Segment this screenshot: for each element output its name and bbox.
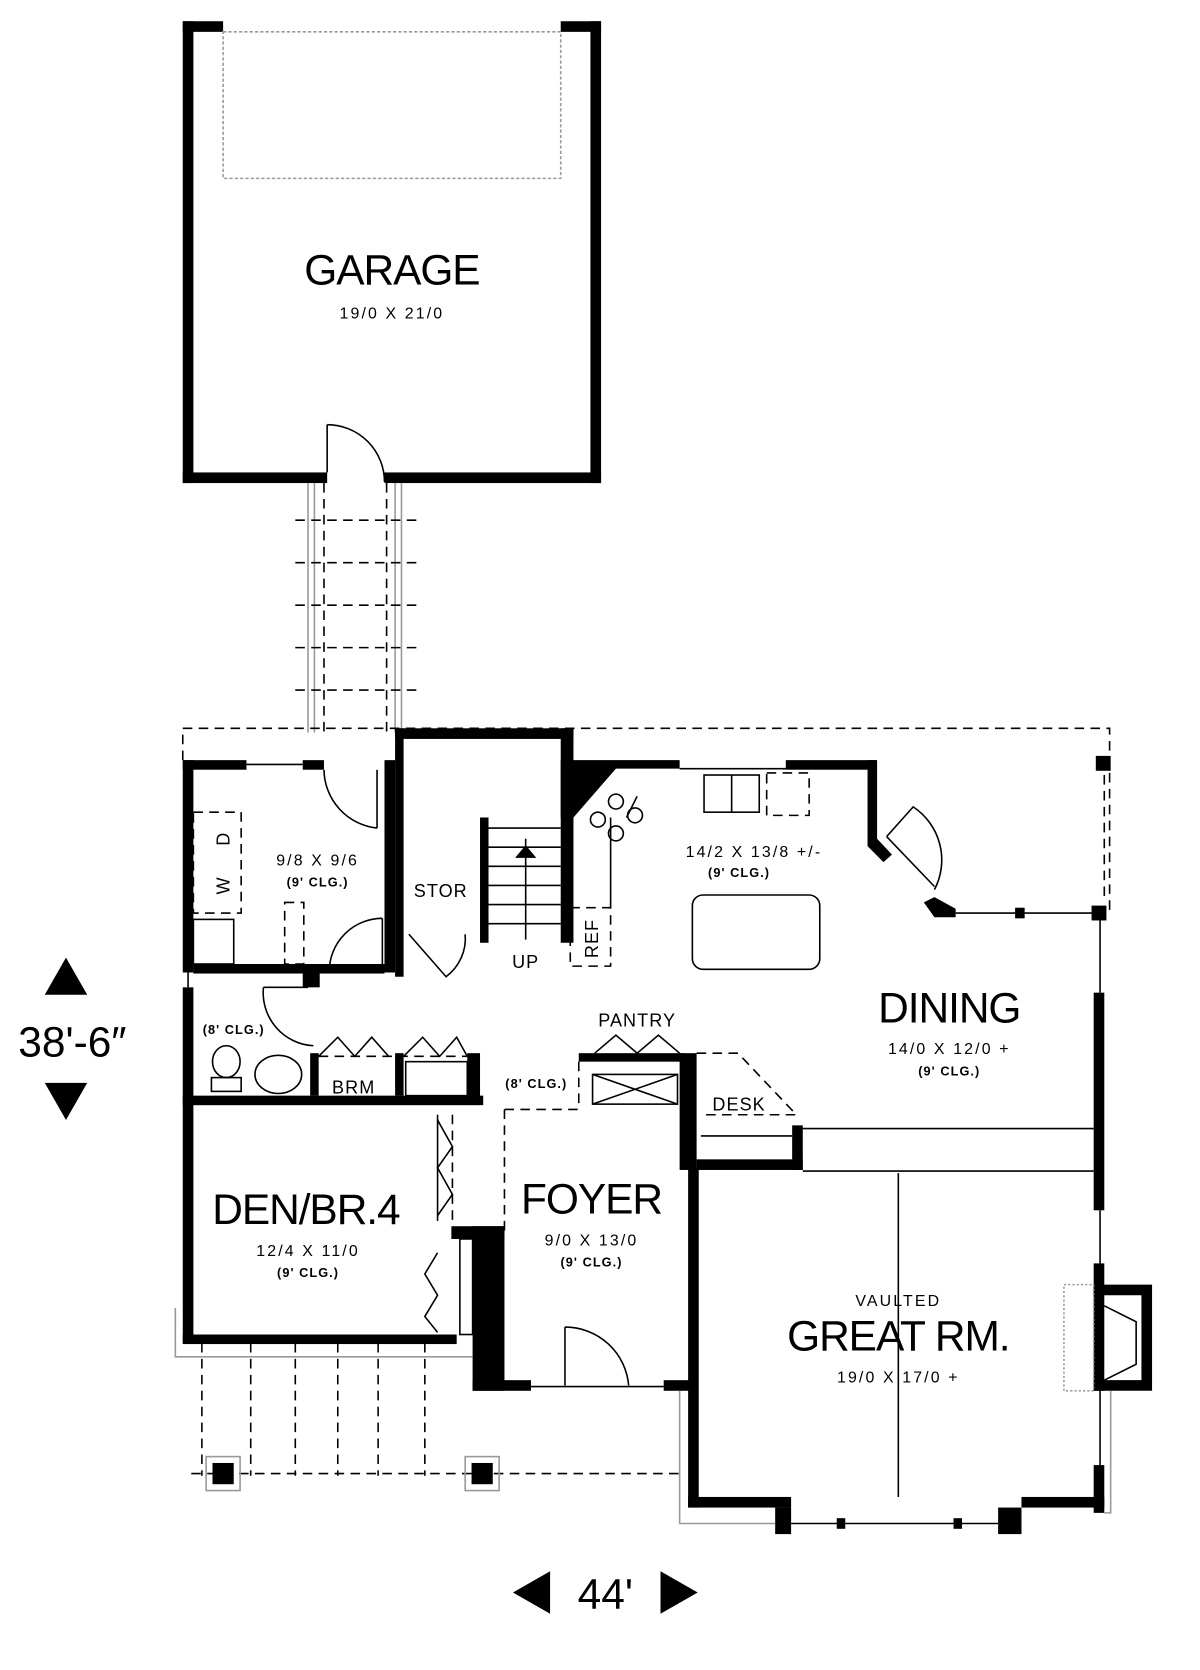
- arrow-up-icon: [44, 957, 88, 995]
- garage-size: 19/0 X 21/0: [340, 305, 445, 322]
- dryer-label: D: [213, 832, 233, 846]
- brm-label: BRM: [332, 1078, 375, 1098]
- arrow-left-icon: [512, 1571, 551, 1614]
- bath-ceiling: (8' CLG.): [203, 1022, 265, 1037]
- depth-dimension: 38'-6″: [18, 957, 126, 1121]
- breezeway: [295, 483, 419, 733]
- laundry-ceiling: (9' CLG.): [287, 874, 349, 889]
- garage-name: GARAGE: [304, 247, 479, 294]
- ref-label: REF: [582, 919, 602, 958]
- den-name: DEN/BR.4: [212, 1186, 400, 1233]
- arrow-down-icon: [44, 1082, 88, 1121]
- width-dimension: 44': [512, 1570, 698, 1617]
- arrow-right-icon: [660, 1571, 698, 1614]
- house-walls: [174, 727, 1153, 1535]
- foyer-size: 9/0 X 13/0: [545, 1232, 639, 1249]
- kitchen-size: 14/2 X 13/8 +/-: [686, 844, 823, 861]
- foyer-name: FOYER: [521, 1175, 662, 1222]
- great-room-size: 19/0 X 17/0 +: [837, 1369, 960, 1386]
- depth-dimension-label: 38'-6″: [18, 1018, 126, 1065]
- den-size: 12/4 X 11/0: [256, 1243, 360, 1260]
- hall-ceiling: (8' CLG.): [505, 1076, 567, 1091]
- stor-label: STOR: [414, 881, 468, 901]
- up-label: UP: [512, 952, 539, 972]
- great-room-prefix: VAULTED: [855, 1293, 941, 1310]
- kitchen-ceiling: (9' CLG.): [708, 865, 770, 880]
- den-ceiling: (9' CLG.): [277, 1265, 339, 1280]
- dining-ceiling: (9' CLG.): [918, 1063, 980, 1078]
- pantry-label: PANTRY: [598, 1011, 676, 1031]
- foyer-ceiling: (9' CLG.): [560, 1255, 622, 1270]
- width-dimension-label: 44': [578, 1570, 633, 1617]
- dining-size: 14/0 X 12/0 +: [888, 1041, 1011, 1058]
- desk-label: DESK: [712, 1095, 765, 1115]
- garage: [182, 21, 602, 484]
- washer-label: W: [213, 876, 233, 894]
- laundry-size: 9/8 X 9/6: [276, 852, 359, 869]
- great-room-name: GREAT RM.: [787, 1312, 1009, 1359]
- dining-name: DINING: [878, 984, 1020, 1031]
